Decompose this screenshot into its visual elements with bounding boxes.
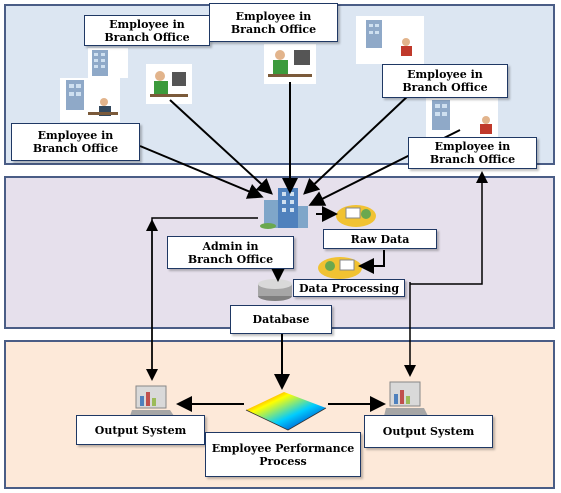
branch-office-icon [88, 48, 128, 78]
branch-office-icon [60, 78, 120, 122]
employee-branch-office-label: Employee in Branch Office [84, 15, 210, 46]
employee-branch-office-label: Employee in Branch Office [382, 64, 508, 98]
employee-branch-office-label: Employee in Branch Office [408, 137, 537, 169]
branch-office-icon [426, 98, 498, 138]
admin-branch-office-label: Admin in Branch Office [167, 236, 294, 269]
branch-office-icon [356, 16, 424, 64]
data-processing-icon [318, 257, 362, 279]
employee-performance-process-label: Employee Performance Process [205, 432, 361, 477]
database-label: Database [230, 305, 332, 334]
laptop-chart-icon [130, 385, 174, 416]
output-system-label-left: Output System [76, 415, 205, 445]
raw-data-icon [336, 205, 376, 227]
data-processing-label: Data Processing [293, 279, 405, 297]
employee-branch-office-label: Employee in Branch Office [11, 123, 140, 161]
branch-office-icon [146, 64, 192, 104]
laptop-chart-icon [384, 381, 428, 416]
raw-data-label: Raw Data [323, 229, 437, 249]
output-system-label-right: Output System [364, 415, 493, 448]
office-building-icon [260, 188, 308, 229]
branch-office-icon [264, 44, 316, 84]
employee-branch-office-label: Employee in Branch Office [209, 3, 338, 42]
3d-surface-plot-icon [245, 392, 327, 431]
